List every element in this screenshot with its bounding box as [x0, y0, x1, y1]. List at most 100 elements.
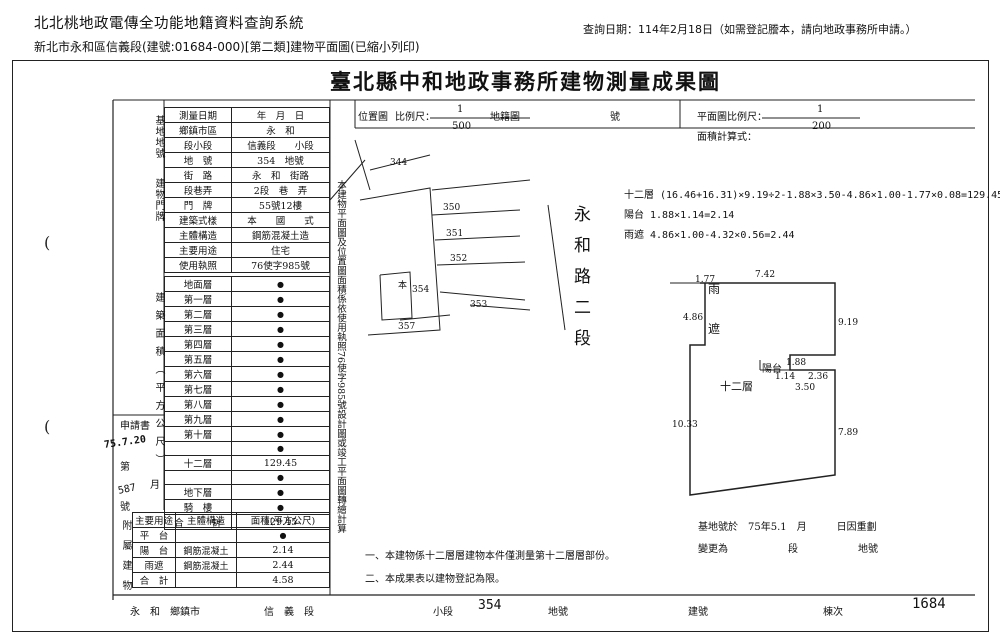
lot-label-ben: 本	[398, 281, 408, 291]
ratio-top: 1	[457, 104, 464, 115]
hao-label: 號	[610, 112, 620, 123]
plan-dim-left: 10.33	[672, 420, 698, 430]
floor-value: ●	[231, 470, 330, 485]
cadastral-label: 地籍圖	[490, 112, 520, 123]
floor-row-label: 第七層	[164, 381, 232, 397]
lot-label-352: 352	[450, 254, 468, 264]
structure-label: 主體構造	[164, 227, 232, 243]
lot-label-357: 357	[398, 322, 416, 332]
floor-row-label	[164, 441, 232, 456]
plan-dim-b1: 1.88	[786, 358, 807, 368]
door-side-label: 建物門牌	[153, 178, 164, 222]
footer-building-label: 棟次	[823, 607, 843, 618]
road-label: 永和路二段	[570, 205, 590, 360]
attached-material	[175, 572, 238, 588]
footer-build-no-label: 建號	[688, 607, 708, 618]
floor-12-value: 129.45	[231, 455, 330, 471]
lot-label: 地 號	[164, 152, 232, 168]
style-label: 建築式樣	[164, 212, 232, 228]
ratio-bottom: 500	[452, 121, 472, 132]
footer-township: 永 和 鄉鎮市	[130, 607, 200, 618]
attached-area: 4.58	[236, 572, 330, 588]
plan-ratio-bottom: 200	[812, 121, 832, 132]
street-label: 街 路	[164, 167, 232, 183]
plan-balcony: 陽台	[762, 364, 782, 375]
year-label: 年	[256, 111, 267, 122]
plan-dim-tiny: 1.77	[695, 275, 716, 285]
lot-label-350: 350	[443, 203, 461, 213]
attached-header: 主體構造	[175, 512, 238, 528]
door-label: 門 牌	[164, 197, 232, 213]
plan-room: 十二層	[720, 380, 753, 393]
location-plan-label: 位置圖	[358, 112, 388, 123]
svg-text:(: (	[44, 417, 50, 436]
plan-dim-right: 9.19	[838, 318, 859, 328]
attached-material	[175, 527, 238, 543]
plan-dim-b3: 2.36	[808, 372, 829, 382]
svg-text:(: (	[44, 233, 50, 252]
floor-row-label: 第十層	[164, 426, 232, 442]
footer-subsection: 小段	[433, 607, 453, 618]
floor-value: ●	[231, 291, 330, 307]
use-value: 住宅	[231, 242, 330, 258]
rezone-line-1: 基地號於 75年5.1 月 日因重劃	[698, 522, 877, 533]
floor-row-label: 地面層	[164, 276, 232, 292]
attached-area: 2.14	[236, 542, 330, 558]
attached-use: 陽 台	[131, 542, 177, 558]
floor-row-label	[164, 470, 232, 485]
floor-row-label: 第三層	[164, 321, 232, 337]
floors-table: 地面層● 第一層● 第二層● 第三層● 第四層● 第五層● 第六層● 第七層● …	[164, 276, 330, 530]
applicant-label: 申請書	[120, 421, 150, 432]
floor-value: ●	[231, 411, 330, 427]
footer-lot-label: 地號	[548, 607, 568, 618]
document-description: 新北市永和區信義段(建號:01684-000)[第二類]建物平面圖(已縮小列印)	[34, 40, 420, 54]
base-lot-side-label: 基地地號	[153, 115, 164, 159]
plan-dim-b2: 1.14	[775, 372, 796, 382]
plan-ratio-top: 1	[817, 104, 824, 115]
note-1: 一、本建物係十二層層建物本件僅測量第十二層層部份。	[365, 551, 615, 562]
floor-value: ●	[231, 321, 330, 337]
floor-row-label: 第一層	[164, 291, 232, 307]
vertical-note: 本建物平面圖及位置圖面積係依使用執照76使字985號設計圖或竣工平面圖轉繪計算	[335, 180, 346, 534]
plan-canopy-1: 雨	[708, 282, 721, 296]
floor-value: ●	[231, 276, 330, 292]
floor-row-label: 第八層	[164, 396, 232, 412]
plan-canopy-2: 遮	[708, 322, 721, 336]
attached-use: 合 計	[131, 572, 177, 588]
attached-use: 雨遮	[131, 557, 177, 573]
formula-canopy: 雨遮 4.86×1.00-4.32×0.56=2.44	[624, 230, 795, 241]
rezone-line-2: 變更為 段 地號	[698, 544, 878, 555]
system-title: 北北桃地政電傳全功能地籍資料查詢系統	[34, 16, 304, 32]
plan-dim-bottom-right: 7.89	[838, 428, 859, 438]
document-frame	[12, 60, 989, 632]
floor-area-side-label: 建築面積（平方公尺）	[153, 292, 164, 472]
attached-header: 主要用途	[131, 512, 177, 528]
floor-row-label: 第二層	[164, 306, 232, 322]
floor-12-label: 十二層	[164, 455, 232, 471]
attached-side-label: 附屬建物	[120, 520, 131, 600]
floor-row-label: 第四層	[164, 336, 232, 352]
floor-value: ●	[231, 336, 330, 352]
plan-ratio-label: 平面圖比例尺：	[697, 112, 767, 123]
lot-value: 354 地號	[231, 152, 330, 168]
floor-row-label: 第六層	[164, 366, 232, 382]
floor-value: ●	[231, 351, 330, 367]
lot-label-344: 344	[390, 158, 408, 168]
month-label: 月	[275, 111, 286, 122]
footer-section: 信 義 段	[264, 607, 314, 618]
style-value: 本 國 式	[231, 212, 330, 228]
page-title: 臺北縣中和地政事務所建物測量成果圖	[330, 69, 721, 94]
applicant-hao: 號	[120, 502, 130, 513]
attached-area: ●	[236, 527, 330, 543]
floor-row-label: 第九層	[164, 411, 232, 427]
day-label: 日	[294, 111, 305, 122]
lane-label: 段巷弄	[164, 182, 232, 198]
basement-label: 地下層	[164, 484, 232, 500]
ratio-label: 比例尺：	[395, 112, 435, 123]
lot-label-353: 353	[470, 300, 488, 310]
floor-value: ●	[231, 381, 330, 397]
attached-use: 平 台	[131, 527, 177, 543]
footer-lot-number: 354	[478, 598, 502, 613]
